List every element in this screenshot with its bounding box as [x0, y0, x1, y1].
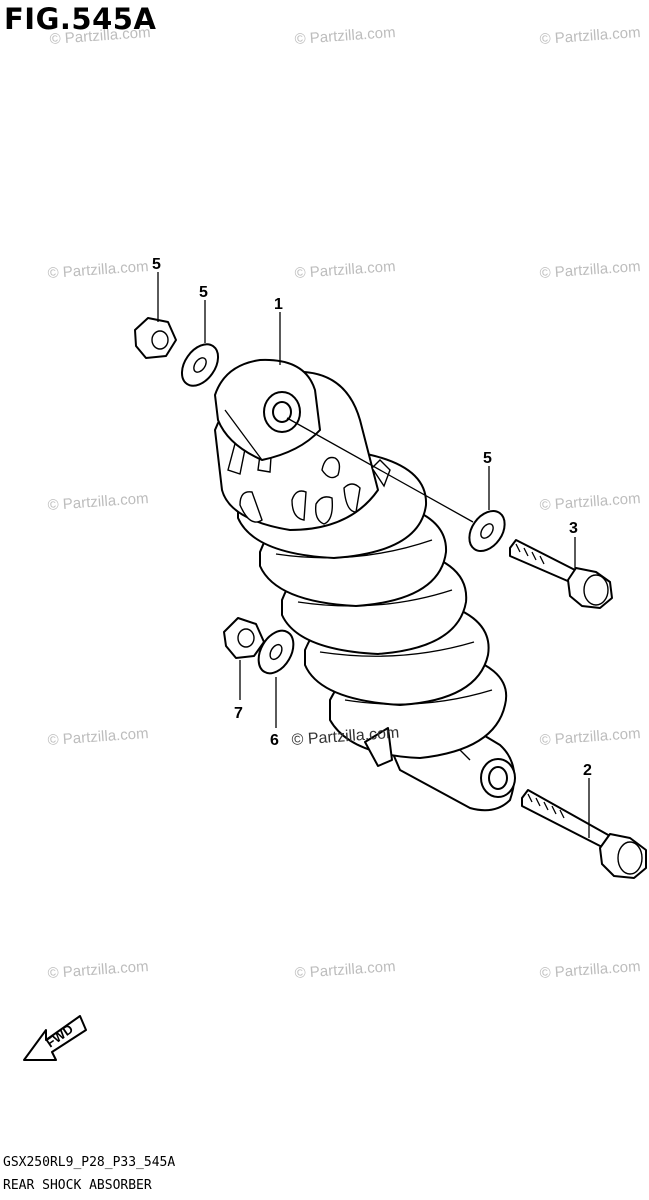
callout-7: 7: [234, 705, 243, 722]
watermark: © Partzilla.com: [539, 490, 641, 514]
callout-2: 2: [583, 762, 592, 779]
callout-3: 3: [569, 520, 578, 537]
callout-1: 1: [274, 296, 283, 313]
fwd-arrow-icon: FWD: [23, 1015, 87, 1061]
watermark: © Partzilla.com: [539, 725, 641, 749]
watermark: © Partzilla.com: [294, 24, 396, 48]
figure-code: GSX250RL9_P28_P33_545A: [3, 1155, 176, 1170]
callout-6: 6: [270, 732, 279, 749]
watermark: © Partzilla.com: [47, 725, 149, 749]
figure-name: REAR SHOCK ABSORBER: [3, 1178, 152, 1193]
watermark: © Partzilla.com: [47, 958, 149, 982]
watermark: © Partzilla.com: [294, 258, 396, 282]
callout-4: 5: [152, 256, 161, 273]
callout-5-right: 5: [483, 450, 492, 467]
watermark: © Partzilla.com: [539, 24, 641, 48]
bolt-part-3: [509, 539, 613, 609]
watermark: © Partzilla.com: [47, 490, 149, 514]
watermark: © Partzilla.com: [47, 258, 149, 282]
leader-lines: [157, 272, 590, 838]
watermark: © Partzilla.com: [539, 258, 641, 282]
callout-labels: 5 5 1 5 3 2 7 6: [152, 256, 592, 779]
watermark: © Partzilla.com: [49, 24, 151, 48]
bolt-part-2: [521, 789, 647, 879]
washer-part-5-right: [468, 510, 506, 552]
figure-title: FIG.545A: [4, 2, 157, 36]
watermark: © Partzilla.com: [539, 958, 641, 982]
shock-absorber-part-1: [214, 358, 516, 812]
callout-5-left: 5: [199, 284, 208, 301]
washer-part-5-left: [180, 343, 220, 387]
nut-part-7: [223, 617, 265, 659]
nut-part-4: [134, 317, 177, 359]
watermark: © Partzilla.com: [294, 958, 396, 982]
washer-part-6: [257, 629, 295, 675]
